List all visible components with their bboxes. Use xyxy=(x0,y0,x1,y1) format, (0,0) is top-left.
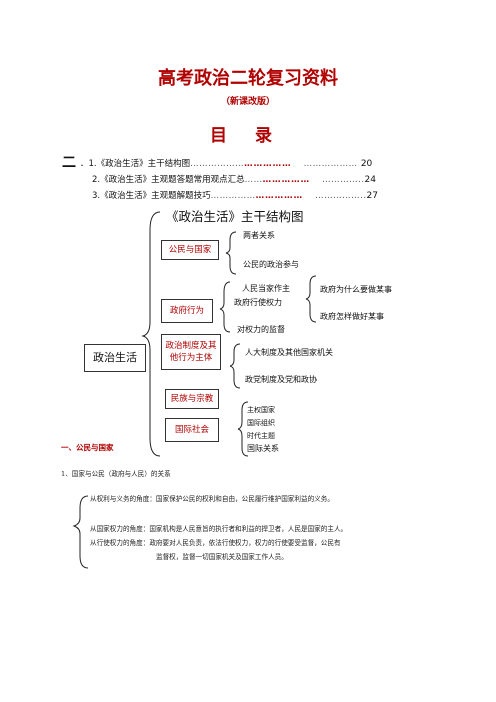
toc-entry-label: 3.《政治生活》主观题解题技巧 xyxy=(92,191,211,201)
leaf-international-relations: 国际关系 xyxy=(247,444,279,453)
toc-entry-3[interactable]: 3.《政治生活》主观题解题技巧………………………………………..27 xyxy=(92,191,378,201)
toc-entry-page: 20 xyxy=(360,159,373,169)
leaf-political-participation: 公民的政治参与 xyxy=(243,260,299,269)
branch-political-system[interactable]: 政治制度及其 他行为主体 xyxy=(161,334,221,370)
toc-section-mark: 二 xyxy=(62,155,76,171)
leaf-government-power: 政府行使权力 xyxy=(234,298,282,307)
branch-ethnicity-religion[interactable]: 民族与宗教 xyxy=(165,389,219,409)
leaf-era-theme: 时代主题 xyxy=(247,432,275,440)
toc-entry-2[interactable]: 2.《政治生活》主观题答题常用观点汇总……………………………..24 xyxy=(92,175,376,185)
branch-government-behavior[interactable]: 政府行为 xyxy=(161,299,213,323)
leaf-party-system: 政党制度及党和政协 xyxy=(245,375,317,384)
leaf-why-government: 政府为什么要做某事 xyxy=(320,285,392,294)
leaf-npc-system: 人大制度及其他国家机关 xyxy=(245,348,333,357)
mindmap-title: 《政治生活》主干结构图 xyxy=(166,209,304,224)
leaf-sovereign-state: 主权国家 xyxy=(247,406,275,414)
leaf-how-government: 政府怎样做好某事 xyxy=(320,312,384,321)
toc-heading: 目录 xyxy=(210,126,300,146)
section-line-2: 从国家权力的角度：国家机构是人民意旨的执行者和利益的捍卫者，人民是国家的主人。 xyxy=(90,525,348,533)
toc-entry-page: 27 xyxy=(366,191,378,201)
leaf-relationship: 两者关系 xyxy=(243,231,275,240)
section-heading: 一、公民与国家 xyxy=(61,443,114,452)
toc-entry-page: 24 xyxy=(364,175,376,185)
mindmap-root[interactable]: 政治生活 xyxy=(84,344,146,372)
leaf-international-org: 国际组织 xyxy=(247,419,275,427)
leaf-people-masters: 人民当家作主 xyxy=(242,284,290,293)
toc-entry-1[interactable]: ．1.《政治生活》主干结构图…………………………………………… 20 xyxy=(80,159,373,169)
toc-entry-label: ．1.《政治生活》主干结构图 xyxy=(80,159,191,169)
branch-international-society[interactable]: 国际社会 xyxy=(165,418,219,442)
document-subtitle: （新课改版） xyxy=(220,97,275,107)
toc-entry-label: 2.《政治生活》主观题答题常用观点汇总 xyxy=(92,175,245,185)
section-subheading: 1、国家与公民（政府与人民）的关系 xyxy=(61,470,171,478)
section-line-1: 从权利与义务的角度：国家保护公民的权利和自由，公民履行维护国家利益的义务。 xyxy=(90,495,334,503)
section-line-3: 从行使权力的角度：政府要对人民负责，依法行使权力，权力的行使要受监督，公民有 xyxy=(90,539,341,547)
section-line-4: 监督权，监督一切国家机关及国家工作人员。 xyxy=(156,553,288,561)
document-title: 高考政治二轮复习资料 xyxy=(158,68,338,89)
leaf-power-supervision: 对权力的监督 xyxy=(237,325,285,334)
branch-citizen-state[interactable]: 公民与国家 xyxy=(161,240,219,260)
